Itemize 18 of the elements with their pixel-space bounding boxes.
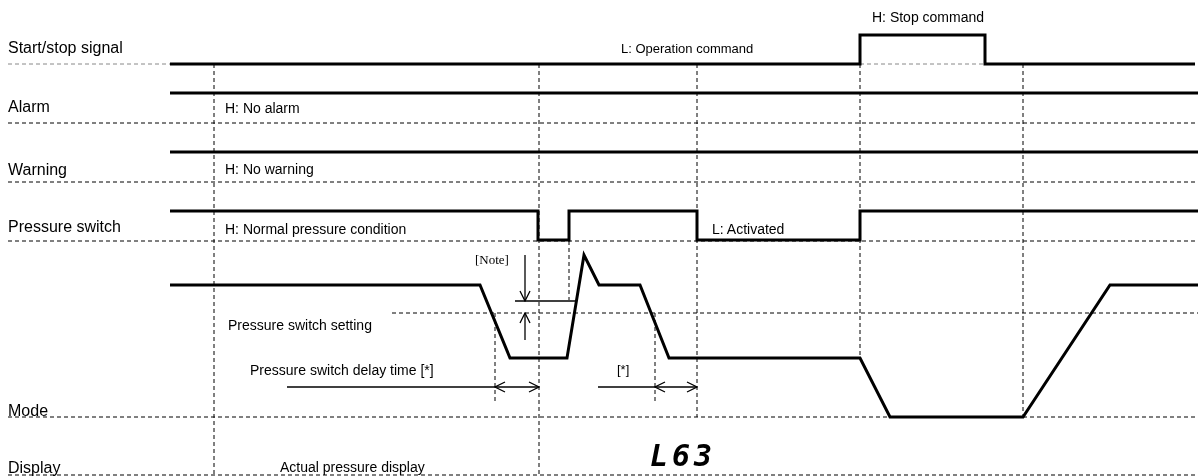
- note-label: [Note]: [475, 253, 509, 266]
- delay-time-label: [*]: [617, 363, 630, 376]
- state-label: L: Operation command: [621, 42, 754, 55]
- seven-segment-display-text: L63: [650, 441, 717, 471]
- setting-label: Pressure switch setting: [228, 318, 372, 332]
- display-text: Actual pressure display: [280, 460, 425, 474]
- delay-time-label: Pressure switch delay time [*]: [250, 363, 434, 377]
- state-label: L: Activated: [712, 222, 785, 236]
- row-label: Alarm: [8, 99, 50, 115]
- state-label: H: No alarm: [225, 101, 300, 115]
- row-label: Display: [8, 460, 61, 476]
- row-label: Mode: [8, 403, 49, 419]
- state-label: H: No warning: [225, 162, 314, 176]
- state-label: H: Normal pressure condition: [225, 222, 407, 236]
- row-label: Pressure switch: [8, 219, 121, 235]
- row-label: Warning: [8, 162, 67, 178]
- row-label: Start/stop signal: [8, 40, 123, 56]
- state-label: H: Stop command: [872, 10, 985, 24]
